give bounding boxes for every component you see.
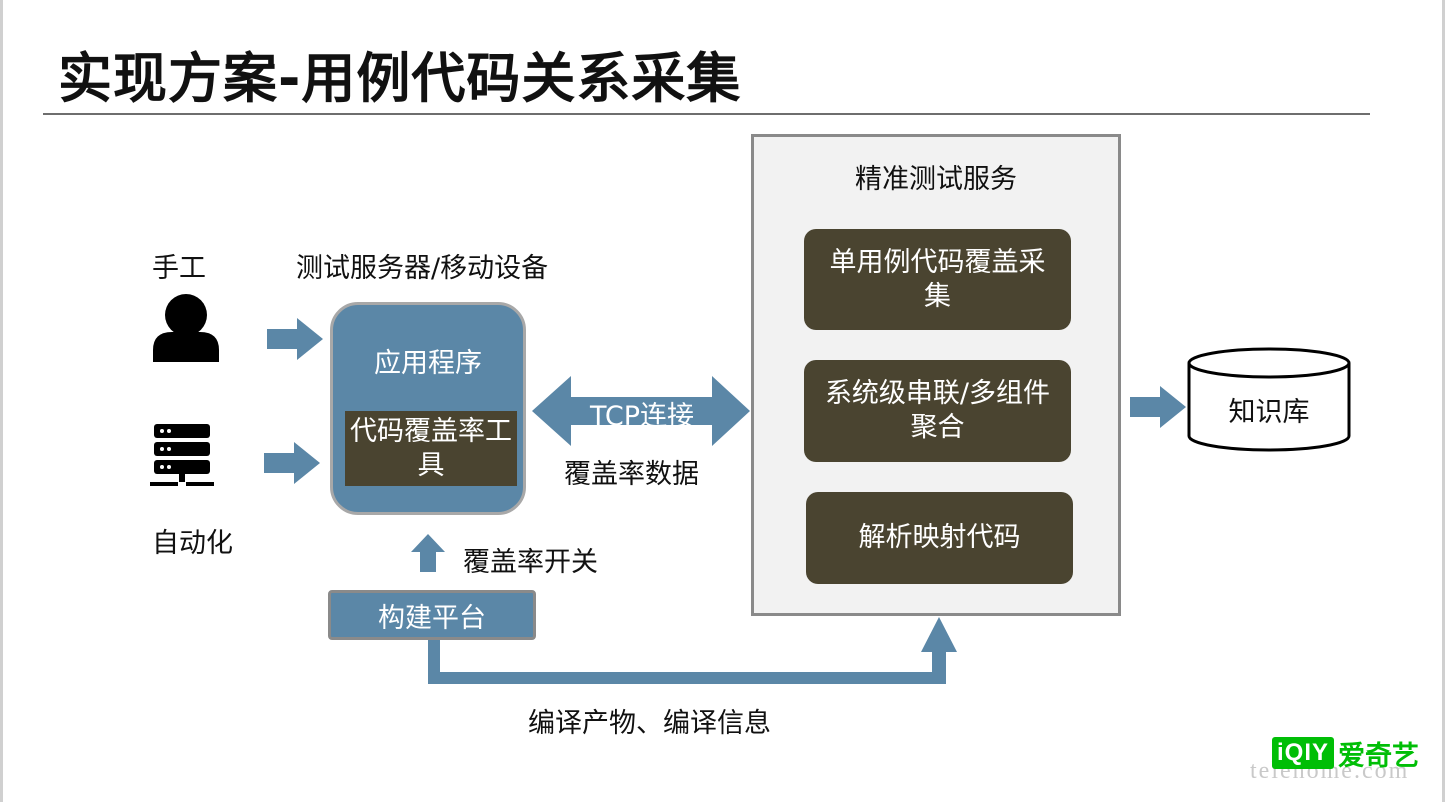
slide-border-right	[1442, 0, 1445, 802]
title-divider	[43, 113, 1370, 115]
coverage-tool-box: 代码覆盖率工具	[345, 411, 517, 486]
coverage-switch-arrow	[411, 534, 445, 572]
server-icon	[150, 424, 214, 486]
kb-arrow	[1130, 386, 1186, 428]
logo-text: 爱奇艺	[1338, 740, 1420, 772]
manual-label: 手工	[152, 253, 206, 284]
service-step-3: 解析映射代码	[806, 492, 1073, 584]
build-output-arrow	[428, 617, 957, 684]
person-icon	[153, 294, 219, 362]
coverage-switch-label: 覆盖率开关	[463, 547, 598, 578]
slide-border-left	[0, 0, 3, 802]
auto-input-arrow	[264, 442, 320, 484]
coverage-data-label: 覆盖率数据	[564, 459, 699, 490]
build-output-label: 编译产物、编译信息	[528, 708, 771, 739]
knowledge-base-label: 知识库	[1228, 397, 1310, 428]
page-title: 实现方案-用例代码关系采集	[58, 47, 742, 110]
manual-input-arrow	[267, 318, 323, 360]
logo-badge: iQIY	[1272, 737, 1335, 769]
automation-label: 自动化	[152, 528, 233, 559]
tcp-double-arrow	[532, 376, 750, 446]
service-step-2: 系统级串联/多组件聚合	[804, 360, 1071, 462]
device-group-label: 测试服务器/移动设备	[296, 253, 549, 284]
build-platform-box: 构建平台	[328, 590, 536, 640]
service-step-1: 单用例代码覆盖采集	[804, 229, 1071, 330]
brand-logo: iQIY 爱奇艺	[1272, 733, 1419, 773]
service-title: 精准测试服务	[855, 164, 1017, 195]
application-label: 应用程序	[374, 348, 482, 379]
database-icon	[1187, 347, 1351, 452]
application-box: 应用程序 代码覆盖率工具	[330, 302, 526, 515]
tcp-connection-label: TCP连接	[589, 401, 695, 432]
